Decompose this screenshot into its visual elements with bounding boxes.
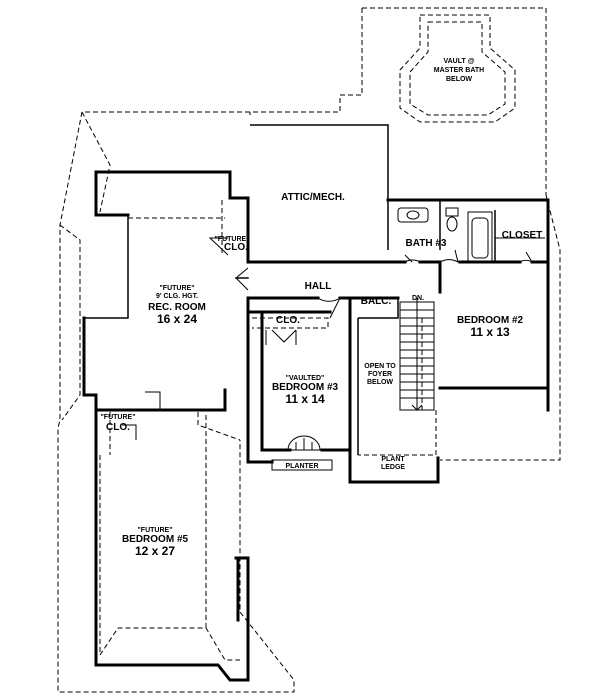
bedroom5-size: 12 x 27: [135, 544, 175, 558]
vault-label-line2: MASTER BATH: [434, 67, 484, 74]
rec-room-note: 9' CLG. HGT.: [156, 293, 198, 300]
dn-label: DN.: [412, 295, 424, 302]
room-labels: VAULT @ MASTER BATH BELOW ATTIC/MECH. BA…: [100, 58, 542, 558]
open-foyer-line3: BELOW: [367, 379, 393, 386]
bedroom5-tag: "FUTURE": [137, 527, 172, 534]
bedroom3-tag: "VAULTED": [286, 375, 325, 382]
hall-label: HALL: [305, 281, 332, 292]
plant-ledge-line1: PLANT: [381, 456, 405, 463]
rec-room-size: 16 x 24: [157, 312, 197, 326]
stair: [399, 298, 435, 411]
future-clo-bottom-label: CLO.: [106, 422, 130, 433]
vault-label-line1: VAULT @: [443, 58, 474, 65]
bath-fixtures: [397, 207, 545, 263]
closet-shelving: [252, 317, 329, 345]
bedroom2-size: 11 x 13: [470, 325, 510, 339]
closet-label: CLOSET: [502, 230, 543, 241]
rec-room-tag: "FUTURE": [159, 285, 194, 292]
vault-label-line3: BELOW: [446, 76, 472, 83]
bedroom3-size: 11 x 14: [285, 392, 325, 406]
bedroom5-label: BEDROOM #5: [122, 534, 189, 545]
planter-box: [271, 435, 333, 471]
open-foyer-line1: OPEN TO: [364, 363, 396, 370]
attic-label: ATTIC/MECH.: [281, 192, 345, 203]
planter-label: PLANTER: [285, 463, 318, 470]
walls: [82, 124, 550, 682]
door-swings: [122, 237, 534, 440]
plant-ledge-line2: LEDGE: [381, 464, 405, 471]
future-clo-bottom-tag: "FUTURE": [100, 414, 135, 421]
open-foyer-line2: FOYER: [368, 371, 392, 378]
roof-outline: [57, 7, 561, 693]
bedroom2-label: BEDROOM #2: [457, 315, 524, 326]
balc-label: BALC.: [361, 296, 392, 307]
clo-label: CLO.: [276, 315, 300, 326]
future-clo-top-tag: "FUTURE": [214, 236, 249, 243]
rec-room-label: REC. ROOM: [148, 302, 206, 313]
vault-outline: [399, 14, 516, 123]
bath3-label: BATH #3: [406, 238, 447, 249]
bedroom3-label: BEDROOM #3: [272, 382, 339, 393]
future-clo-top-label: CLO.: [224, 242, 248, 253]
